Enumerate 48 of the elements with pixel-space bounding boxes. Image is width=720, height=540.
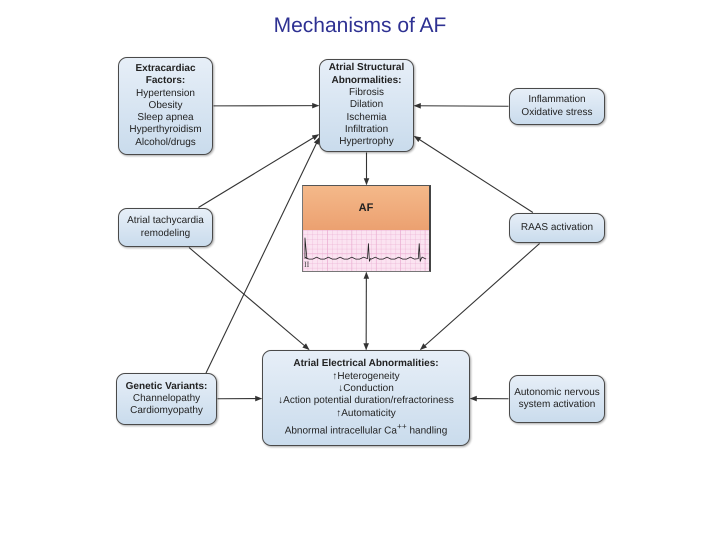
arrow <box>364 152 370 186</box>
box-text: Infiltration <box>344 124 388 136</box>
box-text: Obesity <box>148 100 182 112</box>
box-text: ↑Heterogeneity <box>332 370 400 384</box>
box-text: ↓Action potential duration/refractoriness <box>278 395 454 408</box>
box-text: Atrial tachycardia remodeling <box>126 215 205 240</box>
arrow <box>214 102 320 108</box>
arrow <box>188 247 310 350</box>
arrow <box>414 102 508 109</box>
arrow <box>198 134 320 208</box>
arrow <box>206 137 320 374</box>
box-text: Abnormal intracellular Ca$^{++}$ handling <box>284 420 448 438</box>
box-text: Ischemia <box>346 112 386 124</box>
arrow <box>218 396 262 402</box>
af-panel <box>302 185 431 272</box>
process-box <box>118 208 213 247</box>
box-text: Channelopathy <box>132 392 200 406</box>
box-text: Alcohol/drugs <box>135 136 196 150</box>
box-text: RAAS activation <box>520 222 594 234</box>
arrow <box>414 136 534 213</box>
process-box <box>319 59 414 152</box>
box-text: Cardiomyopathy <box>130 405 203 418</box>
box-text: Fibrosis <box>348 87 384 100</box>
arrow <box>470 396 508 402</box>
box-text: Hyperthyroidism <box>129 124 202 137</box>
box-heading: Extracardiac Factors: <box>134 62 197 88</box>
process-box <box>262 350 470 446</box>
box-text: Dilation <box>350 99 384 112</box>
box-heading: Atrial Electrical Abnormalities: <box>293 358 439 371</box>
box-text: Inflammation Oxidative stress <box>520 94 594 119</box>
arrow <box>363 272 370 350</box>
box-heading: Genetic Variants: <box>126 380 208 393</box>
process-box <box>116 373 217 425</box>
box-text: ↑Automaticity <box>336 408 396 420</box>
af-box: AF <box>303 186 429 230</box>
process-box <box>509 88 605 125</box>
box-text: ↓Conduction <box>338 383 394 396</box>
process-box <box>118 57 213 155</box>
box-text: Hypertension <box>136 88 195 100</box>
box-text: Sleep apnea <box>137 112 194 124</box>
arrow <box>420 243 540 350</box>
box-text: Hypertrophy <box>339 136 394 149</box>
box-heading: Atrial Structural Abnormalities: <box>328 62 406 88</box>
box-text: Autonomic nervous system activation <box>514 386 600 412</box>
process-box <box>509 213 605 243</box>
process-box <box>509 375 605 423</box>
diagram-title: Mechanisms of AF <box>274 14 446 37</box>
lead-label: II <box>304 260 310 269</box>
